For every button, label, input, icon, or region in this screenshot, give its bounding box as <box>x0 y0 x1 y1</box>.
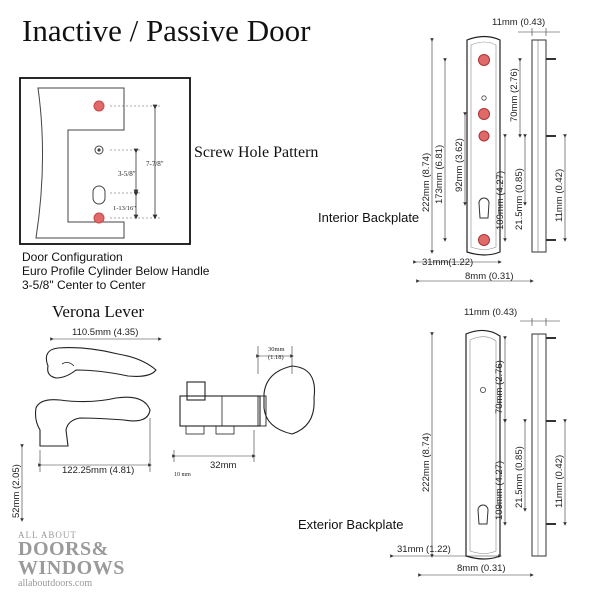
lever-side-length: 122.25mm (4.81) <box>62 465 134 476</box>
interior-side-profile <box>531 39 547 253</box>
interior-height-21: 21.5mm (0.85) <box>514 168 525 230</box>
exterior-depth-31: 31mm (1.22) <box>397 544 451 555</box>
interior-width-dim: 11mm (0.43) <box>492 17 545 28</box>
screw-hole-bottom <box>93 212 105 224</box>
pattern-dim-bottom: 1-13/16" <box>113 205 136 212</box>
door-configuration-line2: Euro Profile Cylinder Below Handle <box>22 264 210 278</box>
interior-height-109: 109mm (4.27) <box>495 171 506 230</box>
interior-screw-middle <box>478 108 490 120</box>
exterior-height-11: 11mm (0.42) <box>554 455 565 508</box>
logo-line2: DOORS& <box>18 538 109 560</box>
interior-cylinder-cutout <box>478 197 490 219</box>
logo-line3: WINDOWS <box>18 557 125 579</box>
interior-backplate-label: Interior Backplate <box>318 210 420 225</box>
cylinder-figure: 30mm (1.18) 32mm 10 mm <box>172 346 316 478</box>
exterior-backplate-figure: 11mm (0.43) 222mm (8.74) 70mm (2.76) 109… <box>390 307 567 577</box>
exterior-depth-8: 8mm (0.31) <box>457 563 506 574</box>
exterior-height-21: 21.5mm (0.85) <box>514 446 525 508</box>
spindle-hole <box>94 145 104 155</box>
exterior-height-70: 70mm (2.76) <box>494 360 505 414</box>
interior-screw-bottom <box>478 234 490 246</box>
page-title: Inactive / Passive Door <box>22 13 311 48</box>
cylinder-hole <box>92 185 106 205</box>
exterior-spindle-hole <box>479 386 486 393</box>
logo-url: allaboutdoors.com <box>18 578 93 589</box>
spindle-hole-center <box>97 148 101 152</box>
cylinder-dim-top-in: (1.18) <box>268 354 284 361</box>
cylinder-dim-top: 30mm <box>268 346 285 353</box>
interior-depth-31: 31mm(1.22) <box>422 257 473 268</box>
door-configuration-line3: 3-5/8" Center to Center <box>22 278 146 292</box>
exterior-height-109: 109mm (4.27) <box>494 461 505 520</box>
logo-line1: ALL ABOUT <box>18 530 77 540</box>
pattern-dim-total: 7-7/8" <box>146 160 164 168</box>
exterior-height-total: 222mm (8.74) <box>421 433 432 492</box>
door-configuration-caption: Door Configuration Euro Profile Cylinder… <box>22 250 209 292</box>
interior-height-92: 92mm (3.62) <box>454 138 465 192</box>
interior-screw-top <box>478 54 490 66</box>
exterior-width-dim: 11mm (0.43) <box>464 307 517 318</box>
cylinder-dim-small: 10 mm <box>174 472 191 478</box>
cylinder-thumbturn <box>263 365 316 435</box>
verona-lever-figure: 110.5mm (4.35) 122.25mm (4.81) 52mm (2.0… <box>11 327 162 522</box>
lever-top-width: 110.5mm (4.35) <box>72 327 138 338</box>
cylinder-cam <box>186 381 206 401</box>
door-edge-outline <box>35 87 125 239</box>
door-configuration-line1: Door Configuration <box>22 250 123 264</box>
brand-logo: ALL ABOUT DOORS& WINDOWS allaboutdoors.c… <box>18 530 125 590</box>
screw-hole-top <box>93 100 105 112</box>
interior-height-173: 173mm (6.81) <box>434 145 445 204</box>
exterior-backplate-label: Exterior Backplate <box>298 517 404 532</box>
lever-top-view <box>45 347 157 379</box>
screw-hole-pattern-label: Screw Hole Pattern <box>194 144 319 161</box>
interior-height-total: 222mm (8.74) <box>421 153 432 212</box>
lever-side-view <box>34 396 151 447</box>
interior-depth-8: 8mm (0.31) <box>465 271 514 282</box>
interior-height-11: 11mm (0.42) <box>554 169 565 222</box>
exterior-cylinder-cutout <box>477 504 489 525</box>
cylinder-dim-mid: 32mm <box>210 460 236 471</box>
screw-hole-pattern-figure: 7-7/8" 3-5/8" 1-13/16" <box>19 77 191 245</box>
interior-spindle-hole <box>478 130 490 142</box>
interior-height-70: 70mm (2.76) <box>509 68 520 122</box>
lever-side-height: 52mm (2.05) <box>11 464 22 518</box>
verona-lever-label: Verona Lever <box>52 302 145 321</box>
interior-plate-outline <box>466 35 501 256</box>
interior-backplate-figure: 11mm (0.43) 222mm (8.74) 173mm (6.81) 92… <box>413 17 567 283</box>
pattern-frame <box>19 77 191 245</box>
exterior-side-profile <box>531 333 547 557</box>
pattern-dim-center: 3-5/8" <box>118 170 136 178</box>
